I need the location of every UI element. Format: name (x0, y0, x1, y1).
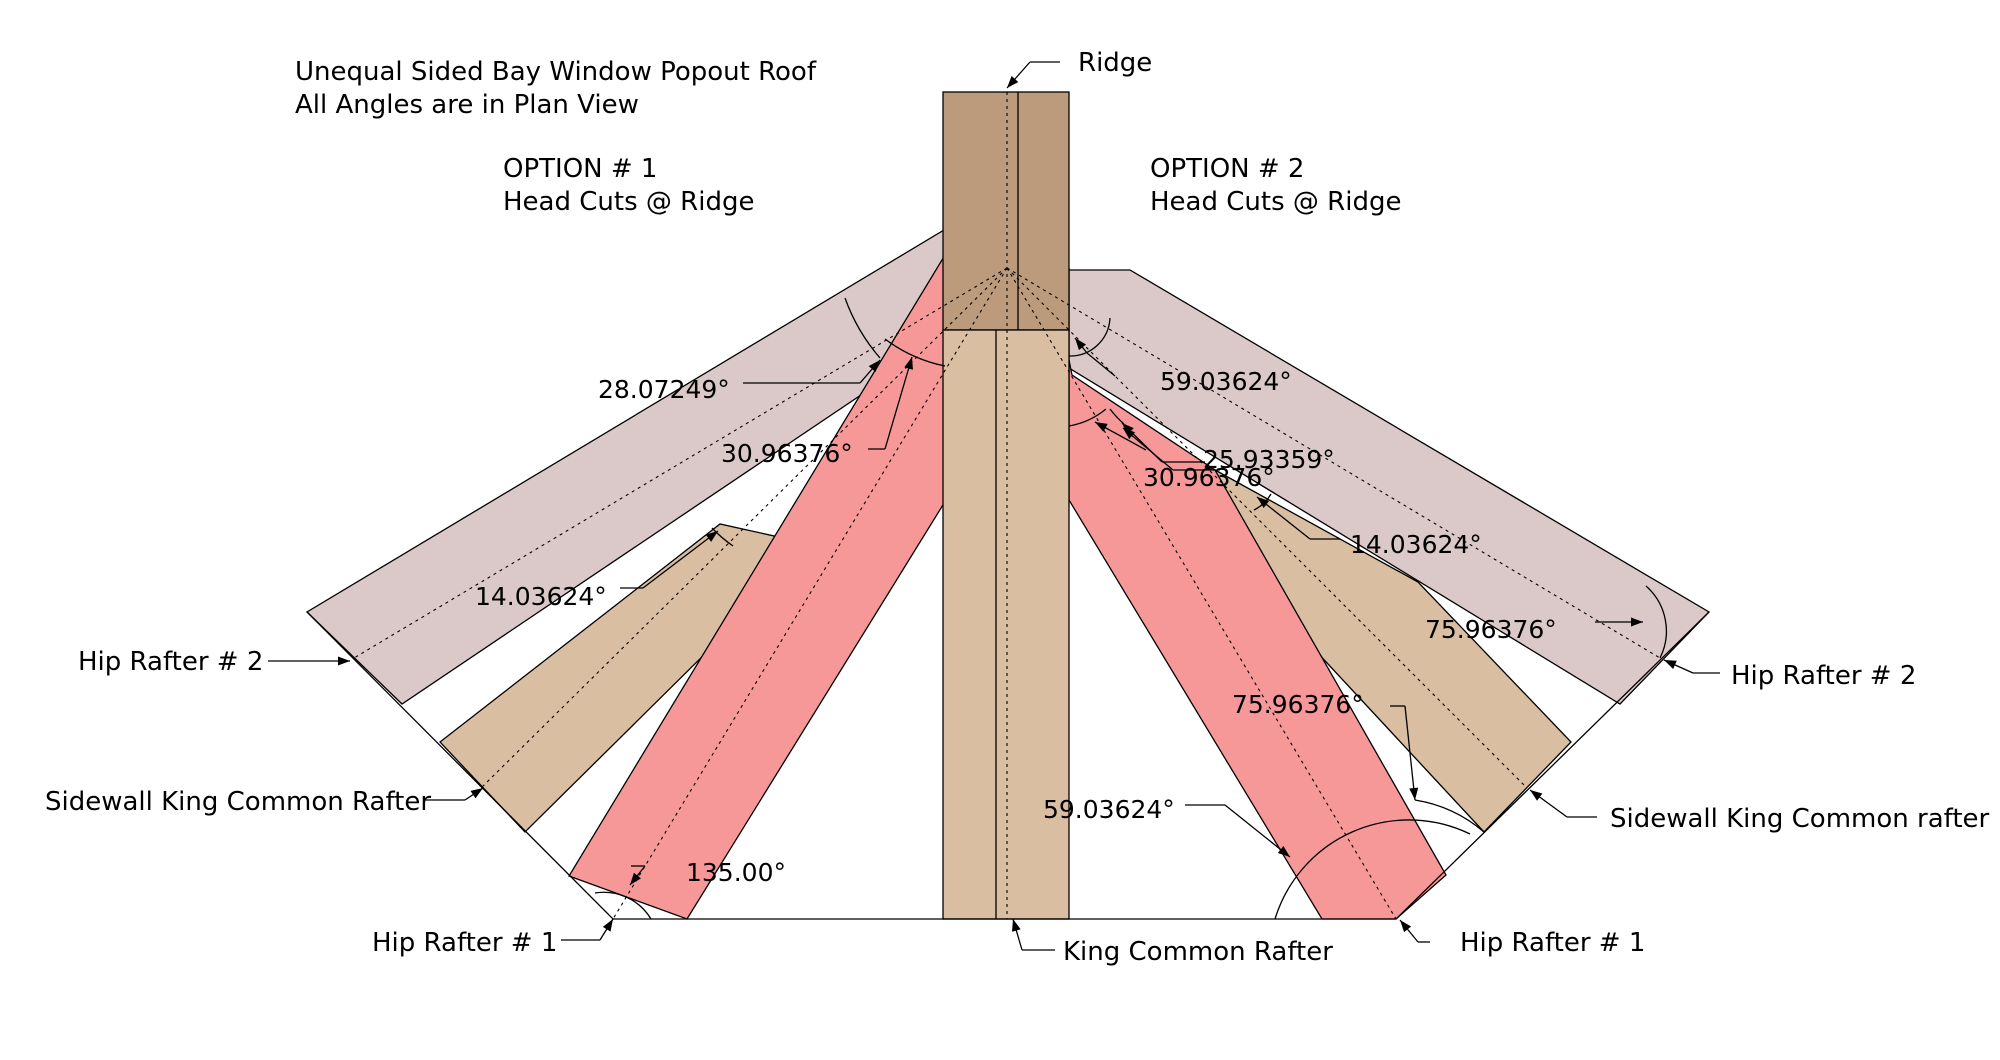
king-common-rafter-label: King Common Rafter (1063, 937, 1333, 967)
option-2-heading: OPTION # 2 (1150, 154, 1304, 184)
diagram-subtitle: All Angles are in Plan View (295, 90, 639, 120)
angle-label-right-25: 25.93359° (1203, 445, 1335, 474)
centerline (353, 267, 1008, 659)
angle-arc (711, 527, 734, 547)
right-hip-rafter-1-member (1068, 359, 1447, 920)
angle-arc (1068, 317, 1111, 357)
arrowhead (868, 360, 880, 373)
angle-arc (1274, 819, 1471, 920)
arrowhead (1075, 338, 1087, 351)
ridge-label: Ridge (1078, 48, 1152, 78)
arrowhead (1007, 76, 1019, 88)
left-hip-rafter-1-label: Hip Rafter # 1 (372, 928, 557, 958)
angle-label-right-59-low: 59.03624° (1043, 795, 1175, 824)
angle-label-left-28: 28.07249° (598, 375, 730, 404)
angle-label-left-14: 14.03624° (475, 582, 607, 611)
arrowhead (904, 357, 913, 370)
option-2-description: Head Cuts @ Ridge (1150, 187, 1401, 217)
arrowhead (1277, 845, 1290, 857)
angle-label-right-75-hip2: 75.96376° (1425, 615, 1557, 644)
arrowhead (1122, 423, 1134, 435)
ridge-member (942, 91, 1070, 331)
arrowhead (630, 872, 641, 885)
arrowhead (470, 788, 483, 799)
arrowhead (1631, 617, 1643, 627)
arrowhead (1123, 428, 1136, 440)
angle-arc (1645, 585, 1667, 659)
arrowhead (1012, 919, 1021, 932)
arrowhead (1257, 497, 1270, 508)
centerline (1006, 267, 1397, 920)
angle-arc (594, 891, 652, 920)
centerline (1006, 267, 1661, 659)
diagram-title: Unequal Sided Bay Window Popout Roof (295, 57, 817, 87)
angle-label-right-30: 30.96376° (1143, 463, 1275, 492)
arrowhead (1400, 920, 1412, 933)
angle-arc (844, 297, 881, 359)
right-sidewall-common-label: Sidewall King Common rafter (1610, 804, 1990, 834)
arrowhead (705, 531, 718, 542)
arrowhead (1095, 422, 1108, 432)
angle-label-right-75-low: 75.96376° (1232, 690, 1364, 719)
left-sidewall-common-label: Sidewall King Common Rafter (45, 787, 431, 817)
angle-arc (884, 338, 946, 367)
angle-arc (1414, 799, 1485, 833)
option-1-description: Head Cuts @ Ridge (503, 187, 754, 217)
angle-label-right-14: 14.03624° (1350, 530, 1482, 559)
option-1-heading: OPTION # 1 (503, 154, 657, 184)
right-hip-rafter-1-label: Hip Rafter # 1 (1460, 928, 1645, 958)
arrowhead (1409, 787, 1419, 800)
centerline (612, 267, 1008, 920)
arrowhead (1664, 660, 1677, 670)
right-hip-rafter-2-label: Hip Rafter # 2 (1731, 661, 1916, 691)
king-common-rafter-member (942, 329, 1070, 920)
angle-label-left-135: 135.00° (686, 858, 786, 887)
arrowhead (338, 656, 350, 666)
angle-arc (1068, 408, 1107, 427)
angle-label-left-30: 30.96376° (721, 439, 853, 468)
arrowhead (602, 919, 613, 932)
left-hip-rafter-2-label: Hip Rafter # 2 (78, 647, 263, 677)
arrowhead (1530, 790, 1543, 801)
plate-line (306, 611, 1710, 920)
centerline (480, 267, 1008, 789)
angle-label-right-59-top: 59.03624° (1160, 367, 1292, 396)
